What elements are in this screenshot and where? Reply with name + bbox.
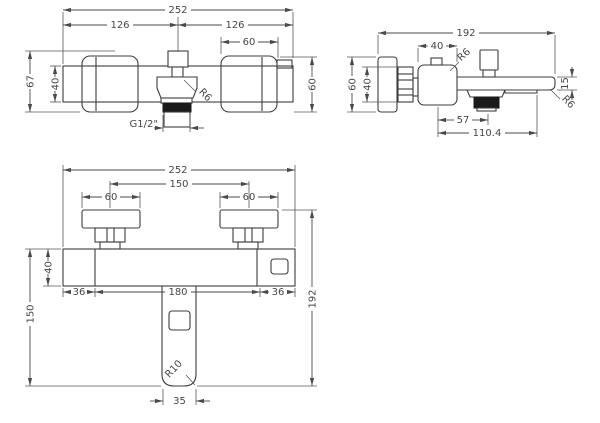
dim-plan-handle-centres: 150	[110, 179, 249, 190]
front-thread-label: G1/2"	[130, 119, 158, 130]
dim-plan-spout-length: 150	[26, 249, 37, 386]
dim-plan-offset-right: 36	[260, 287, 295, 298]
side-total-length-label: 192	[456, 28, 475, 39]
left-stem-plan	[99, 241, 121, 250]
diverter-base-side	[482, 69, 496, 78]
body-tab-side	[430, 57, 443, 66]
outlet-flange-side	[466, 89, 506, 98]
spout-plan	[161, 286, 197, 387]
plan-centres-label: 180	[168, 287, 187, 298]
outlet-pipe-front	[163, 111, 191, 128]
right-handle-plan	[219, 209, 279, 229]
plan-spout-width-label: 35	[173, 396, 186, 407]
plan-handle-centres-label: 150	[169, 179, 188, 190]
front-right-half-label: 126	[225, 20, 244, 31]
dim-side-total-length: 192	[378, 28, 555, 39]
wall-plate-side	[377, 56, 398, 113]
plan-offset-left-label: 36	[73, 287, 86, 298]
diverter-knob-plan	[168, 310, 191, 331]
plan-body-depth-label: 40	[44, 261, 55, 274]
dim-plan-spout-radius: R10	[163, 358, 196, 386]
dim-front-body-height: 40	[51, 66, 62, 102]
plan-right-handle-width-label: 60	[243, 192, 256, 203]
dim-front-total-width: 252	[63, 5, 293, 16]
temp-button-front	[276, 59, 293, 69]
dim-plan-offset-left: 36	[63, 287, 95, 298]
front-view: 252 126 126 60 67 40	[25, 5, 319, 132]
dim-plan-total-width: 252	[63, 165, 295, 176]
front-body-height-label: 40	[51, 78, 62, 91]
plan-overall-depth-label: 192	[308, 289, 319, 308]
spout-arm-side	[457, 76, 556, 91]
dim-front-left-half: 126	[63, 20, 178, 31]
outlet-ring-side	[476, 107, 497, 112]
plan-left-handle-width-label: 60	[105, 192, 118, 203]
left-handle-front	[81, 55, 139, 113]
front-radius-label: R6	[196, 87, 213, 104]
side-body-width-label: 40	[431, 41, 444, 52]
mixer-side-body	[377, 49, 556, 113]
dim-side-body-width: 40	[418, 41, 457, 52]
plan-offset-right-label: 36	[272, 287, 285, 298]
dim-side-radius-body: R6	[449, 47, 473, 72]
right-handle-front	[220, 55, 278, 113]
front-handle-width-label: 60	[243, 37, 256, 48]
outlet-thread-front	[162, 102, 192, 113]
side-radius-body-label: R6	[456, 47, 473, 64]
side-radius-tip-label: R6	[559, 94, 576, 111]
dim-side-tip-height: 15	[560, 67, 575, 100]
left-handle-plan	[81, 209, 141, 229]
plan-total-width-label: 252	[168, 165, 187, 176]
dim-front-right-half: 126	[178, 20, 293, 31]
dim-plan-left-handle-width: 60	[82, 192, 140, 203]
mixer-plan-body	[62, 209, 296, 387]
dim-front-overall-height: 67	[26, 51, 37, 112]
valve-body-side	[417, 64, 458, 106]
left-nut-plan	[94, 227, 126, 243]
side-to-diverter-label: 57	[457, 115, 470, 126]
side-tip-height-label: 15	[560, 77, 571, 90]
plan-view: 252 150 60 60 40 150	[25, 165, 319, 407]
outlet-step-front	[160, 97, 193, 104]
hex-nut-side	[397, 66, 414, 103]
dim-plan-body-depth: 40	[44, 249, 55, 286]
front-total-width-label: 252	[168, 5, 187, 16]
right-stem-plan	[237, 241, 259, 250]
side-plate-height-label: 60	[348, 78, 359, 91]
dim-side-plate-height: 60	[348, 57, 359, 112]
dim-side-to-diverter: 57	[438, 115, 488, 126]
dim-side-to-outlet: 110.4	[438, 128, 537, 139]
front-overall-height-label: 67	[26, 75, 37, 88]
dim-side-connector-height: 40	[363, 67, 374, 102]
bar-body-plan	[62, 248, 296, 287]
temp-button-plan	[270, 258, 289, 275]
spout-underside-step	[504, 90, 538, 94]
diverter-knob-side	[479, 49, 499, 71]
side-connector-height-label: 40	[363, 78, 374, 91]
dim-front-handle-width: 60	[221, 37, 278, 48]
dim-plan-centres: 180	[95, 287, 260, 298]
dim-plan-right-handle-width: 60	[220, 192, 278, 203]
outlet-thread-side	[473, 96, 500, 109]
diverter-neck	[171, 66, 184, 78]
front-left-half-label: 126	[110, 20, 129, 31]
side-to-outlet-label: 110.4	[473, 128, 502, 139]
dim-plan-spout-width: 35	[150, 396, 210, 407]
side-view: 192 40 R6 60 40 57 110.4	[347, 28, 577, 139]
outlet-flange-front	[156, 76, 198, 99]
dim-front-handle-height: 60	[308, 57, 319, 112]
dim-side-radius-tip: R6	[550, 89, 576, 111]
front-handle-height-label: 60	[308, 78, 319, 91]
dim-front-thread: G1/2"	[130, 119, 204, 131]
plan-spout-radius-label: R10	[163, 358, 184, 380]
connector-ring-side	[412, 77, 419, 97]
diverter-knob-front	[167, 50, 189, 68]
mixer-front-body	[62, 50, 294, 128]
plan-spout-length-label: 150	[26, 304, 37, 323]
dim-plan-overall-depth: 192	[308, 210, 319, 386]
right-nut-plan	[232, 227, 264, 243]
